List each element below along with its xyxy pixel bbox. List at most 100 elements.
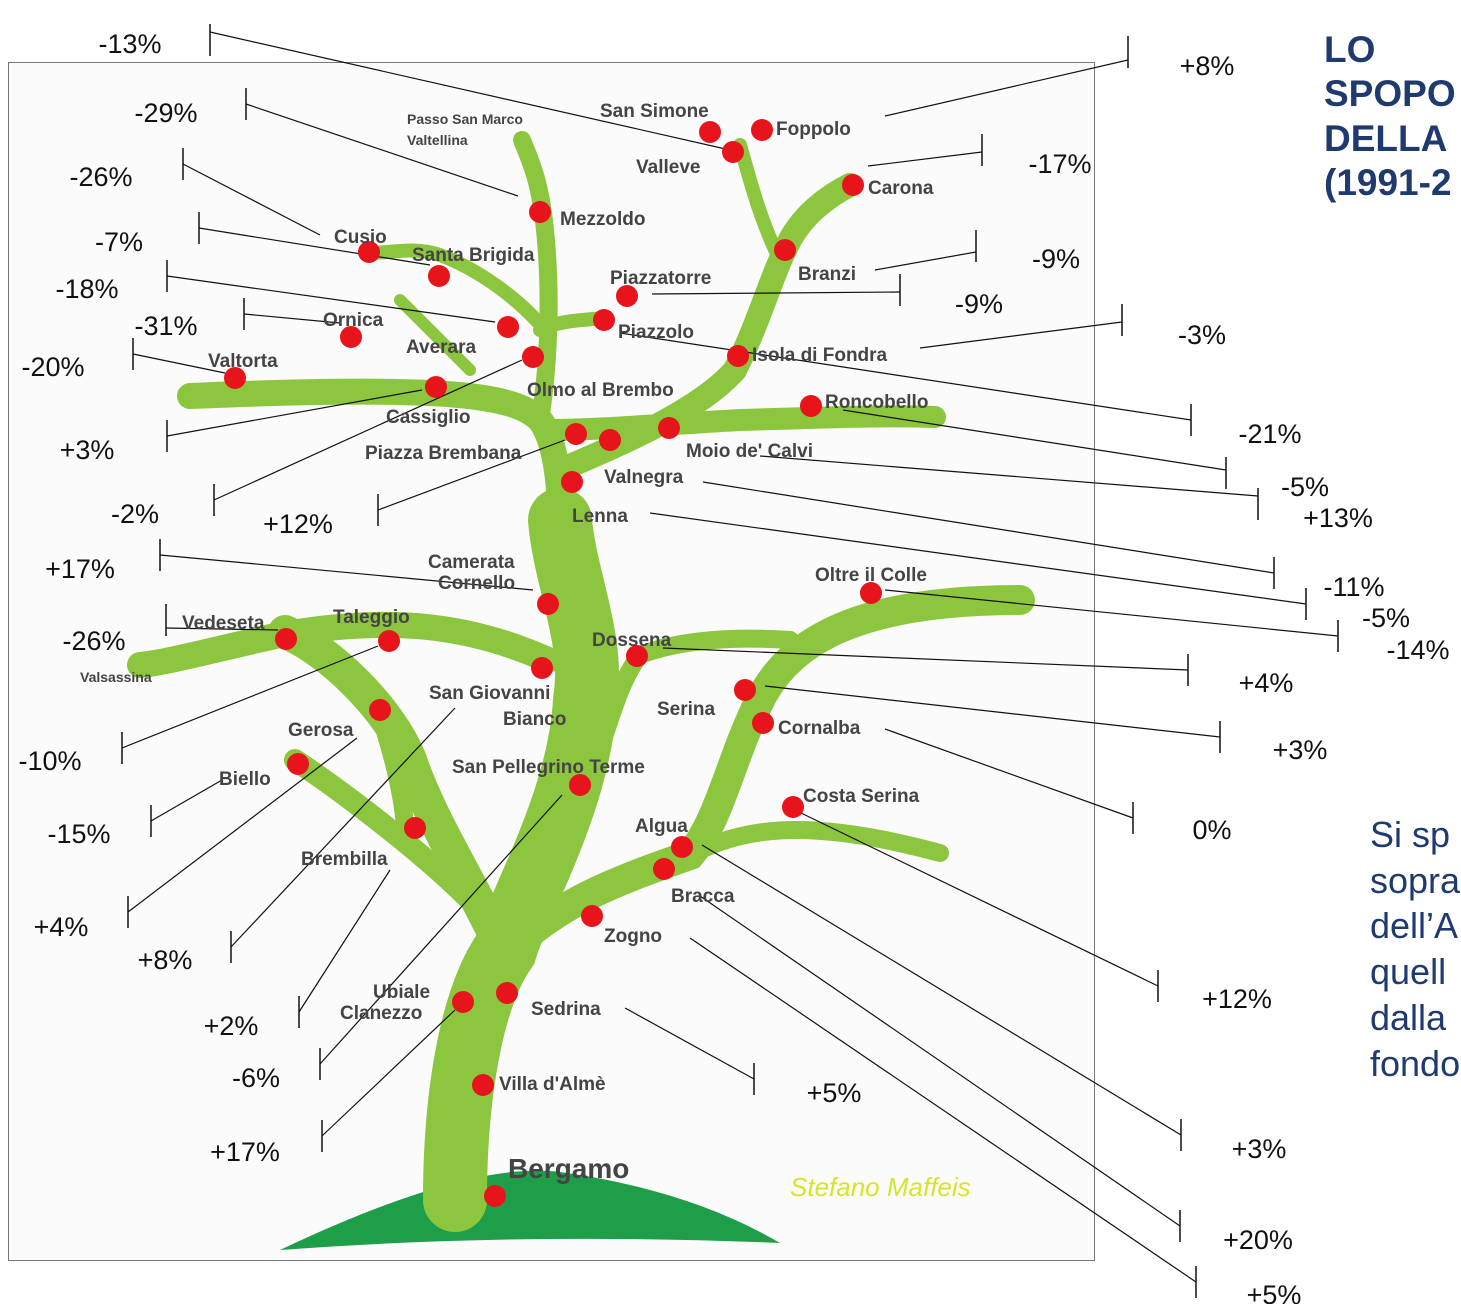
change-value-dossena: +4% <box>1239 668 1294 698</box>
change-value-taleggio: -10% <box>18 746 81 776</box>
change-value-piazzolo: -21% <box>1238 419 1301 449</box>
pass-label: Passo San Marco <box>407 111 523 127</box>
pass-label: Valsassina <box>80 669 152 685</box>
change-value-biello: -15% <box>47 819 110 849</box>
tree-branch <box>733 138 787 267</box>
change-value-carona: -17% <box>1028 149 1091 179</box>
town-marker-costa-serina <box>782 796 804 818</box>
town-label-algua: Algua <box>635 816 688 837</box>
change-value-foppolo: +8% <box>1180 51 1235 81</box>
tree-branch <box>537 405 946 441</box>
note-line: fondo <box>1370 1042 1461 1084</box>
town-marker-villa-d-alme <box>472 1074 494 1096</box>
town-marker-zogno <box>581 905 603 927</box>
leader-line-isola-di-fondra <box>919 321 1123 349</box>
change-value-cassiglio: +3% <box>60 435 115 465</box>
town-label-branzi: Branzi <box>798 264 856 285</box>
leader-line-ornica <box>243 313 341 324</box>
town-marker-cornalba <box>752 712 774 734</box>
town-marker-san-simone <box>699 121 721 143</box>
town-marker-algua <box>671 836 693 858</box>
change-value-branzi: -9% <box>1032 244 1080 274</box>
town-marker-mezzoldo <box>529 201 551 223</box>
side-note: Si sp sopra dell’A quell dalla fondo <box>1370 812 1460 1086</box>
town-label-ubiale-clanezzo-line2: Clanezzo <box>340 1003 422 1024</box>
leader-line-piazzatorre <box>651 291 901 295</box>
town-marker-bracca <box>653 858 675 880</box>
town-label-cusio: Cusio <box>334 227 387 248</box>
town-label-sedrina: Sedrina <box>531 999 601 1020</box>
town-marker-cusio <box>358 241 380 263</box>
change-value-serina: +3% <box>1273 735 1328 765</box>
town-label-dossena: Dossena <box>592 630 672 651</box>
author-signature: Stefano Maffeis <box>790 1172 971 1202</box>
change-value-valnegra: -11% <box>1323 572 1384 602</box>
change-value-vedeseta: -26% <box>62 626 125 656</box>
leader-line-foppolo <box>884 59 1129 117</box>
change-value-mezzoldo: -29% <box>134 98 197 128</box>
leader-line-olmo-al-brembo <box>213 359 523 501</box>
change-value-san-pellegrino-terme: -6% <box>232 1063 280 1093</box>
leader-line-averara <box>166 275 496 323</box>
town-marker-piazza-brembana <box>565 423 587 445</box>
town-label-san-pellegrino-terme: San Pellegrino Terme <box>452 757 645 778</box>
town-label-santa-brigida: Santa Brigida <box>412 245 535 266</box>
leader-line-santa-brigida <box>198 227 431 266</box>
town-label-carona: Carona <box>868 178 934 199</box>
change-value-piazzatorre: -9% <box>955 289 1003 319</box>
town-marker-ornica <box>340 326 362 348</box>
leader-line-cusio <box>182 163 321 236</box>
page-title: LO SPOPO DELLA (1991-2 <box>1324 28 1456 206</box>
note-line: sopra <box>1370 859 1461 901</box>
town-label-taleggio: Taleggio <box>333 607 410 628</box>
change-value-costa-serina: +12% <box>1202 984 1272 1014</box>
town-marker-branzi <box>774 239 796 261</box>
change-value-zogno: +5% <box>1247 1280 1302 1304</box>
change-value-olmo-al-brembo: -2% <box>111 499 159 529</box>
leader-line-camerata-cornello <box>159 554 534 591</box>
town-marker-foppolo <box>751 119 773 141</box>
town-marker-gerosa <box>369 699 391 721</box>
leader-line-oltre-il-colle <box>884 589 1339 637</box>
town-label-valtorta: Valtorta <box>208 351 278 372</box>
town-label-camerata-cornello-line2: Cornello <box>438 573 515 594</box>
town-marker-sedrina <box>496 982 518 1004</box>
change-value-santa-brigida: -7% <box>95 227 143 257</box>
change-value-cornalba: 0% <box>1192 815 1231 845</box>
town-label-bracca: Bracca <box>671 886 735 907</box>
town-label-moio-de-calvi: Moio de' Calvi <box>686 441 813 462</box>
town-marker-santa-brigida <box>428 265 450 287</box>
town-label-lenna: Lenna <box>572 506 628 527</box>
town-marker-valnegra <box>599 429 621 451</box>
leader-line-san-pellegrino-terme <box>319 794 563 1065</box>
town-label-piazzatorre: Piazzatorre <box>610 268 711 289</box>
leader-line-dossena <box>662 647 1189 671</box>
town-label-cornalba: Cornalba <box>778 718 861 739</box>
change-value-ubiale-clanezzo: +17% <box>210 1137 280 1167</box>
leader-line-sedrina <box>624 1007 755 1080</box>
town-marker-piazzatorre <box>616 285 638 307</box>
note-line: quell <box>1370 951 1447 993</box>
note-line: dalla <box>1370 996 1447 1038</box>
town-marker-olmo-al-brembo <box>522 346 544 368</box>
town-label-zogno: Zogno <box>604 926 662 947</box>
town-marker-moio-de-calvi <box>658 417 680 439</box>
tree-branch <box>363 243 552 337</box>
leader-line-costa-serina <box>798 811 1159 987</box>
change-value-gerosa: +4% <box>34 912 89 942</box>
tree-branch <box>284 749 481 911</box>
change-value-moio-de-calvi: +13% <box>1303 503 1373 533</box>
leader-line-cornalba <box>884 728 1134 819</box>
change-value-algua: +3% <box>1232 1134 1287 1164</box>
town-marker-dossena <box>626 645 648 667</box>
tree-branch <box>681 821 949 864</box>
leader-line-branzi <box>874 251 977 271</box>
leader-line-valleve <box>209 31 731 151</box>
change-value-piazza-brembana: +12% <box>263 509 333 539</box>
leader-line-san-giovanni-bianco <box>230 707 456 948</box>
tree-branch <box>394 294 476 376</box>
leader-line-ubiale-clanezzo <box>321 1009 456 1137</box>
town-label-villa-d-alme: Villa d'Almè <box>499 1074 606 1095</box>
